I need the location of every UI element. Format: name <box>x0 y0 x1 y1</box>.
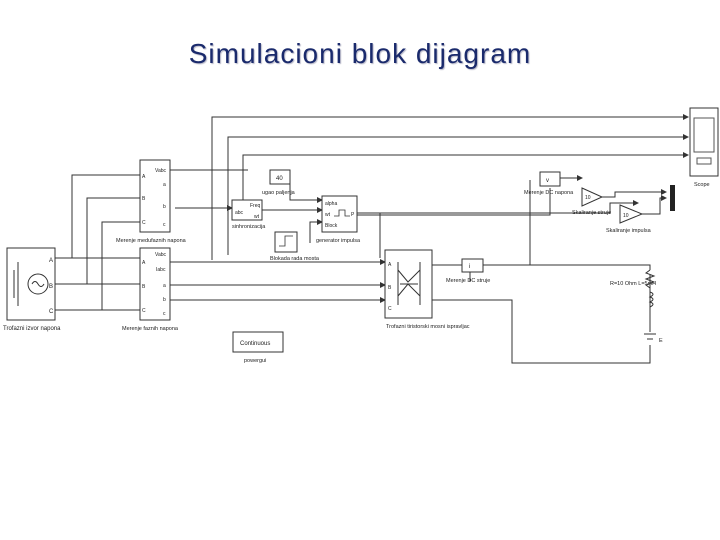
pulse-out: P <box>351 212 355 218</box>
gain-voltage-block[interactable]: 10 <box>581 187 604 207</box>
rl-load-block[interactable] <box>644 269 656 308</box>
dc-current-meas-block[interactable]: i <box>461 258 484 273</box>
thyristor-bridge-block[interactable]: A B C <box>384 249 433 319</box>
vm-phase-in-b: B <box>142 196 146 202</box>
load-label: R=10 Ohm L=5mH <box>610 281 656 287</box>
vm-phase-out-b: b <box>163 204 166 210</box>
vm-phase-label: Merenje medufaznih napona <box>116 238 187 244</box>
sync-freq: Freq <box>250 203 261 209</box>
angle-constant-block[interactable]: 40 <box>269 169 291 185</box>
sync-label: sinhronizacija <box>232 224 266 230</box>
angle-value: 40 <box>276 176 283 182</box>
source-port-b: B <box>49 284 53 290</box>
source-port-c: C <box>49 309 54 315</box>
source-port-a: A <box>49 258 53 264</box>
vm-phase-out-a: a <box>163 182 166 188</box>
source-label: Trofazni izvor napona <box>3 326 61 332</box>
emf-label: E <box>659 338 663 344</box>
signal-wires <box>55 114 689 364</box>
powergui-block[interactable]: Continuous <box>232 331 284 353</box>
slide-title: Simulacioni blok dijagram <box>188 38 532 69</box>
vm-line-in-c: C <box>142 308 146 314</box>
gain-voltage-value: 10 <box>585 195 591 201</box>
powergui-text: Continuous <box>240 341 270 347</box>
vm-phase-vabc: Vabc <box>155 168 167 174</box>
scope-label: Scope <box>694 182 710 188</box>
gain-pulse-block[interactable]: 10 <box>619 204 644 224</box>
dc-current-i-glyph: i <box>469 264 470 270</box>
vm-line-out-c: c <box>163 311 166 317</box>
vm-line-in-b: B <box>142 284 146 290</box>
sync-in: abc <box>235 210 244 216</box>
bridge-block-label: Blokada rada mosta <box>270 256 320 262</box>
bridge-in-a: A <box>388 262 392 268</box>
angle-label: ugao paljenja <box>262 190 296 196</box>
bridge-in-c: C <box>388 306 392 312</box>
pulse-generator-block[interactable]: alpha wt Block P <box>321 195 358 233</box>
vm-phase-out-c: c <box>163 222 166 228</box>
vm-line-in-a: A <box>142 260 146 266</box>
vm-line-label: Merenje faznih napona <box>122 326 179 332</box>
mux-bar[interactable] <box>670 185 675 211</box>
powergui-label: powergui <box>244 358 266 364</box>
three-phase-source-block[interactable]: A B C <box>6 247 56 321</box>
dc-voltage-v-glyph: v <box>546 178 549 184</box>
bridge-in-b: B <box>388 285 392 291</box>
scope-block[interactable] <box>689 107 719 177</box>
pulse-label: generator impulsa <box>316 238 361 244</box>
bridge-label: Trofazni tiristorski mosni ispravljac <box>386 324 470 330</box>
vm-line-out-a: a <box>163 283 166 289</box>
pulse-in-alpha: alpha <box>325 201 337 207</box>
gain-voltage-label: Skaliranje struje <box>572 210 611 216</box>
pulse-in-wt: wt <box>325 212 331 218</box>
sync-out: wt <box>254 214 260 220</box>
emf-block[interactable] <box>644 333 656 340</box>
pulse-in-block: Block <box>325 223 338 229</box>
vm-phase-in-a: A <box>142 174 146 180</box>
gain-pulse-label: Skaliranje impulsa <box>606 228 652 234</box>
vm-phase-block[interactable]: Vabc A B C a b c <box>139 159 171 233</box>
bridge-block-step[interactable] <box>274 231 298 253</box>
dc-voltage-label: Merenje DC napona <box>524 190 574 196</box>
vm-line-iabc: Iabc <box>156 267 166 273</box>
vm-line-block[interactable]: Vabc Iabc A B C a b c <box>139 247 171 321</box>
sync-block[interactable]: Freq abc wt <box>231 199 263 221</box>
vm-line-out-b: b <box>163 297 166 303</box>
bridge-label-line: Trofazni tiristorski mosni ispravljac <box>386 324 470 330</box>
gain-current-value: 10 <box>623 213 629 219</box>
vm-phase-in-c: C <box>142 220 146 226</box>
dc-current-label: Merenje DC struje <box>446 278 490 284</box>
dc-voltage-meas-block[interactable]: v <box>539 171 561 187</box>
vm-line-vabc: Vabc <box>155 252 167 258</box>
